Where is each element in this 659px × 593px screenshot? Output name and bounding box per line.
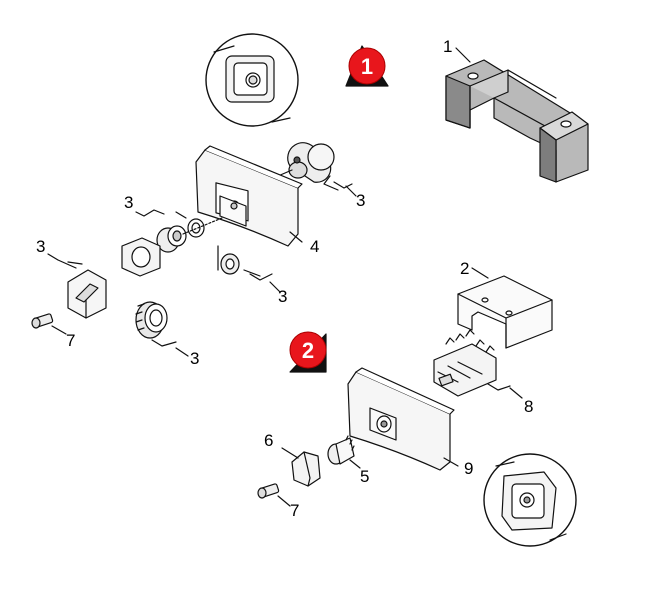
screw-7-top [31,313,54,329]
callout-7-top: 7 [66,331,75,350]
screw-7-bottom [257,483,280,499]
callout-1: 1 [443,37,452,56]
knob-6 [291,451,321,487]
badge-1-label: 1 [361,54,373,79]
callout-3-knob: 3 [36,237,45,256]
detail-magnifier-top [205,33,299,127]
badge-2-label: 2 [302,338,314,363]
terminal-block-8 [433,329,497,397]
callout-3-lockwasher: 3 [278,287,287,306]
hex-nut-washer [156,217,223,253]
rotary-knob-3 [67,269,107,319]
step-badge-2: 2 [289,331,327,373]
callout-3-switch: 3 [356,191,365,210]
callout-2: 2 [460,259,469,278]
cover-2 [457,275,553,349]
step-badge-1: 1 [345,45,389,87]
callout-8: 8 [524,397,533,416]
callout-9: 9 [464,459,473,478]
detail-magnifier-bottom [483,453,577,547]
part-1-bracket [445,59,589,183]
lock-washer [217,245,240,275]
callout-3-ring: 3 [190,349,199,368]
callout-3-nut: 3 [124,193,133,212]
square-bezel [121,237,161,277]
faceplate-4 [195,145,303,247]
callout-5: 5 [360,467,369,486]
faceplate-9 [347,367,455,471]
callout-7-bottom: 7 [290,501,299,520]
callout-4: 4 [310,237,319,256]
shaft-adapter-5 [327,435,355,465]
knurled-ring [135,301,168,339]
switch-body-top [277,142,335,183]
callout-6: 6 [264,431,273,450]
